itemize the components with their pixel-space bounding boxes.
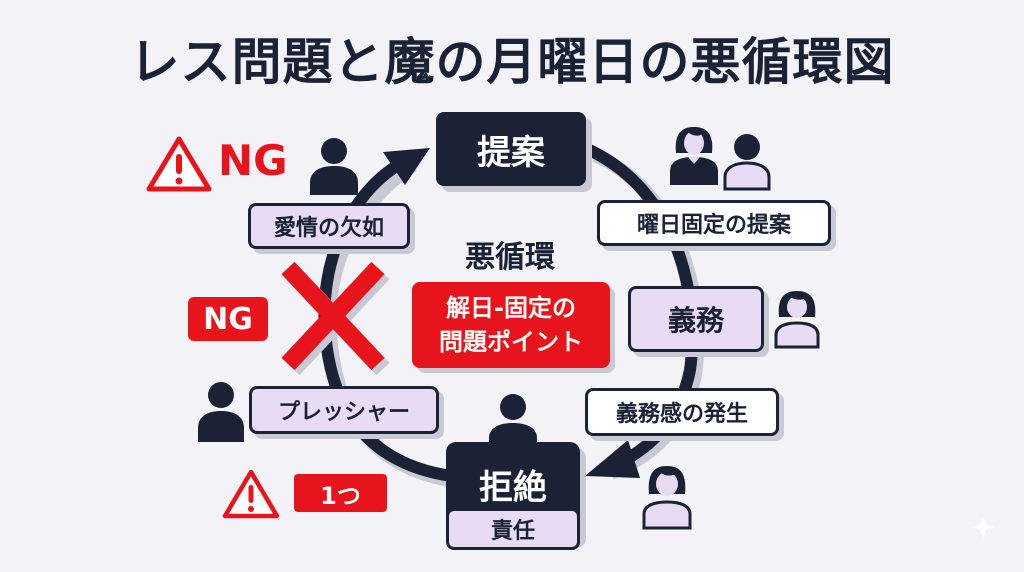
woman-icon-middle-right (774, 291, 820, 349)
cross-mark-icon (281, 261, 390, 376)
sparkle-icon (970, 514, 996, 540)
count-badge: 1つ (294, 474, 387, 512)
woman-icon-top-right (670, 127, 718, 185)
warning-icon-bottom (222, 469, 280, 519)
node-proposal-label: 提案 (477, 132, 545, 173)
ng-label-top: NG (218, 136, 288, 185)
page-title: レス問題と魔の月曜日の悪循環図 (129, 33, 895, 91)
node-responsibility: 責任 (446, 508, 580, 550)
problem-line-2: 問題ポイント (439, 328, 583, 356)
woman-icon-bottom-right (642, 466, 692, 530)
problem-line-1: 解日-固定の (446, 294, 576, 322)
node-obligation-label: 義務 (667, 304, 724, 337)
node-obligation-feeling-label: 義務感の発生 (615, 402, 748, 427)
node-lack-of-affection: 愛情の欠如 (248, 203, 410, 249)
node-responsibility-label: 責任 (490, 519, 535, 544)
ng-badge-middle: NG (188, 297, 268, 341)
node-rejection-label: 拒絶 (479, 468, 547, 508)
node-weekday-proposal-label: 曜日固定の提案 (636, 213, 791, 238)
ng-badge-middle-label: NG (203, 301, 253, 337)
node-weekday-proposal: 曜日固定の提案 (597, 200, 831, 246)
count-badge-label: 1つ (320, 481, 361, 510)
person-icon-top-right (723, 134, 771, 191)
problem-point-box: 解日-固定の 問題ポイント (412, 282, 610, 368)
node-pressure-label: プレッシャー (277, 400, 410, 425)
node-proposal: 提案 (436, 112, 586, 186)
arrowhead-to-proposal (383, 148, 430, 185)
node-lack-of-affection-label: 愛情の欠如 (273, 216, 384, 241)
center-label: 悪循環 (465, 240, 555, 275)
node-obligation: 義務 (628, 286, 764, 352)
person-icon-top-left (310, 138, 358, 195)
person-icon-bottom-left (198, 382, 244, 442)
node-obligation-feeling: 義務感の発生 (585, 388, 779, 436)
arrowhead-to-rejection (585, 440, 640, 478)
node-pressure: プレッシャー (249, 386, 439, 434)
warning-icon (146, 136, 212, 192)
